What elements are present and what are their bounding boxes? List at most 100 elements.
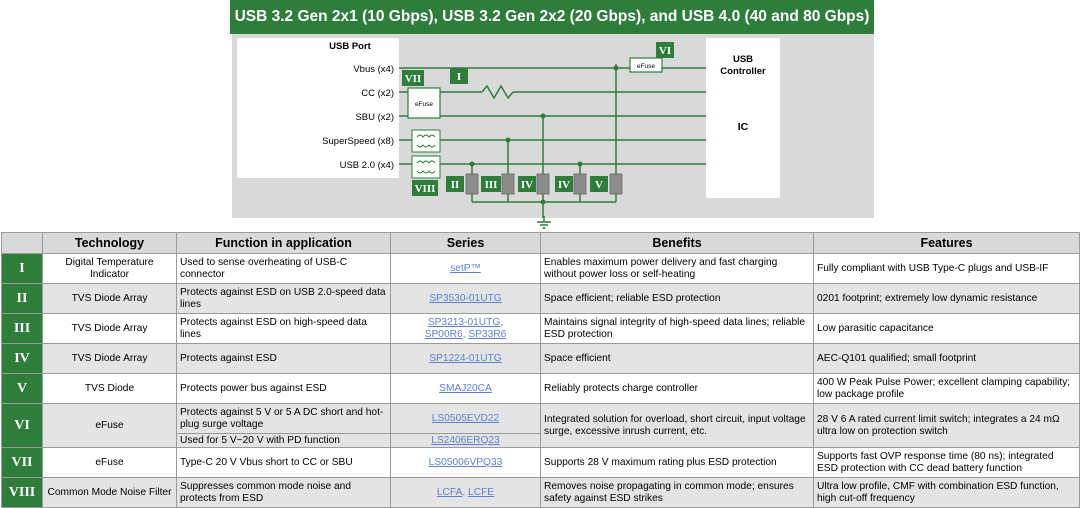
table-row: II TVS Diode Array Protects against ESD … <box>1 283 1080 314</box>
series-link[interactable]: LCFA <box>436 486 463 498</box>
efuse-vi-label: eFuse <box>637 63 655 70</box>
function-cell: Protects power bus against ESD <box>176 373 391 404</box>
series-link[interactable]: SMAJ20CA <box>439 382 492 394</box>
row-number: III <box>1 313 43 344</box>
series-link[interactable]: LS2406ERQ23 <box>431 434 500 446</box>
benefits-cell: Maintains signal integrity of high-speed… <box>540 313 814 344</box>
header-features: Features <box>813 232 1080 254</box>
features-cell: 28 V 6 A rated current limit switch; int… <box>813 403 1080 448</box>
function-cell: Used to sense overheating of USB-C conne… <box>176 253 391 284</box>
signal-vbus-label: Vbus (x4) <box>353 64 394 75</box>
series-cell: SP3213-01UTG,SP00R6, SP33R6 <box>390 313 541 344</box>
series-link[interactable]: setP™ <box>450 262 481 274</box>
efuse-vii-label: eFuse <box>415 101 433 108</box>
series-cell: LS0505EVD22 <box>390 403 541 434</box>
technology-cell: eFuse <box>42 447 177 478</box>
table-row: V TVS Diode Protects power bus against E… <box>1 373 1080 404</box>
controller-label-2: Controller <box>720 66 766 77</box>
row-number: VII <box>1 447 43 478</box>
benefits-cell: Removes noise propagating in common mode… <box>540 477 814 508</box>
table-row: IV TVS Diode Array Protects against ESD … <box>1 343 1080 374</box>
header-num <box>1 232 43 254</box>
page-title: USB 3.2 Gen 2x1 (10 Gbps), USB 3.2 Gen 2… <box>230 0 874 34</box>
usb-port-box <box>237 38 399 178</box>
technology-cell: TVS Diode Array <box>42 313 177 344</box>
protection-table: Technology Function in application Serie… <box>1 232 1080 508</box>
table-row: VII eFuse Type-C 20 V Vbus short to CC o… <box>1 447 1080 478</box>
usb-port-title: USB Port <box>329 41 372 52</box>
series-cell: SMAJ20CA <box>390 373 541 404</box>
series-link[interactable]: SP3530-01UTG <box>429 292 502 304</box>
features-cell: Ultra low profile, CMF with combination … <box>813 477 1080 508</box>
ground-icon <box>537 216 551 229</box>
series-cell: setP™ <box>390 253 541 284</box>
signal-usb2-label: USB 2.0 (x4) <box>340 160 394 171</box>
series-link[interactable]: LS05006VPQ33 <box>428 456 503 468</box>
benefits-cell: Supports 28 V maximum rating plus ESD pr… <box>540 447 814 478</box>
function-cell: Used for 5 V~20 V with PD function <box>176 433 391 448</box>
table-row: III TVS Diode Array Protects against ESD… <box>1 313 1080 344</box>
benefits-cell: Reliably protects charge controller <box>540 373 814 404</box>
function-cell: Suppresses common mode noise and protect… <box>176 477 391 508</box>
row-number: VIII <box>1 477 43 508</box>
table-row: Used for 5 V~20 V with PD function LS240… <box>2 433 1080 448</box>
series-cell: SP3530-01UTG <box>390 283 541 314</box>
features-cell: 400 W Peak Pulse Power; excellent clampi… <box>813 373 1080 404</box>
efuse-vii-box <box>407 87 441 119</box>
features-cell: AEC-Q101 qualified; small footprint <box>813 343 1080 374</box>
row-number: II <box>1 283 43 314</box>
header-series: Series <box>390 232 541 254</box>
marker-v: V <box>595 179 603 191</box>
benefits-cell: Enables maximum power delivery and fast … <box>540 253 814 284</box>
marker-iv-b: IV <box>558 179 570 191</box>
function-cell: Protects against ESD on high-speed data … <box>176 313 391 344</box>
tvs-devices <box>465 173 623 195</box>
controller-label-1: USB <box>733 54 753 65</box>
series-cell: LS05006VPQ33 <box>390 447 541 478</box>
technology-cell: eFuse <box>42 403 177 448</box>
function-cell: Protects against 5 V or 5 A DC short and… <box>176 403 391 434</box>
row-number: I <box>1 253 43 284</box>
table-header-row: Technology Function in application Serie… <box>1 232 1080 254</box>
signal-superspeed-label: SuperSpeed (x8) <box>322 136 394 147</box>
marker-vii: VII <box>405 73 422 85</box>
row-number: IV <box>1 343 43 374</box>
table-row: VI eFuse Protects against 5 V or 5 A DC … <box>1 403 1080 448</box>
cmf-superspeed <box>411 129 441 153</box>
technology-cell: TVS Diode <box>42 373 177 404</box>
marker-iii: III <box>485 179 498 191</box>
series-link[interactable]: LS0505EVD22 <box>431 412 500 424</box>
features-cell: Supports fast OVP response time (80 ns);… <box>813 447 1080 478</box>
technology-cell: TVS Diode Array <box>42 283 177 314</box>
marker-i: I <box>457 71 461 83</box>
series-cell: SP1224-01UTG <box>390 343 541 374</box>
series-link[interactable]: SP33R6 <box>468 328 507 340</box>
series-cell: LCFA, LCFE <box>390 477 541 508</box>
signal-sbu-label: SBU (x2) <box>355 112 394 123</box>
series-link[interactable]: SP3213-01UTG <box>427 317 501 328</box>
protection-diagram: USB Port Vbus (x4) CC (x2) SBU (x2) Supe… <box>232 34 874 218</box>
table-row: VIII Common Mode Noise Filter Suppresses… <box>1 477 1080 508</box>
signal-cc-label: CC (x2) <box>361 88 394 99</box>
benefits-cell: Space efficient; reliable ESD protection <box>540 283 814 314</box>
header-function: Function in application <box>176 232 391 254</box>
efuse-vi-box <box>629 57 663 73</box>
series-link[interactable]: SP00R6 <box>424 328 463 340</box>
features-cell: Fully compliant with USB Type-C plugs an… <box>813 253 1080 284</box>
features-cell: Low parasitic capacitance <box>813 313 1080 344</box>
technology-cell: Digital Temperature Indicator <box>42 253 177 284</box>
benefits-cell: Space efficient <box>540 343 814 374</box>
row-number: V <box>1 373 43 404</box>
series-cell: LS2406ERQ23 <box>390 433 541 448</box>
series-link[interactable]: SP1224-01UTG <box>429 352 502 364</box>
usb-controller-box <box>706 38 780 198</box>
table-row: I Digital Temperature Indicator Used to … <box>1 253 1080 284</box>
function-cell: Protects against ESD <box>176 343 391 374</box>
marker-ii: II <box>451 179 460 191</box>
benefits-cell: Integrated solution for overload, short … <box>540 403 814 448</box>
series-link[interactable]: LCFE <box>468 486 495 498</box>
header-benefits: Benefits <box>540 232 814 254</box>
function-cell: Type-C 20 V Vbus short to CC or SBU <box>176 447 391 478</box>
cmf-usb2 <box>411 155 441 179</box>
ic-label: IC <box>738 121 749 133</box>
